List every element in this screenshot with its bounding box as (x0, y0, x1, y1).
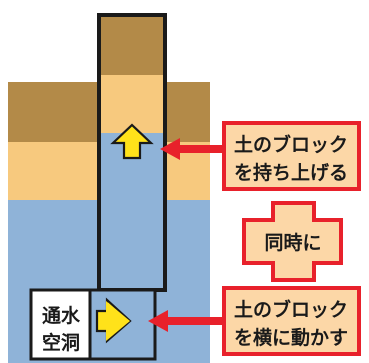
callout-push-line1: 土のブロック (234, 298, 348, 321)
callout-push: 土のブロック を横に動かす (222, 286, 361, 356)
up-arrow-icon (110, 123, 154, 160)
red-arrow-upper (160, 138, 222, 160)
void-label-line1: 通水 (42, 305, 81, 327)
right-arrow-head (106, 301, 130, 341)
callout-push-box (222, 286, 361, 356)
column-light-soil (99, 75, 165, 133)
red-arrow-icon (160, 138, 222, 160)
red-arrow-icon (148, 310, 222, 332)
soil-column (97, 13, 167, 292)
simultaneous-label: 同時に (264, 232, 321, 254)
red-arrow-lower (148, 310, 222, 332)
callout-lift: 土のブロック を持ち上げる (222, 121, 361, 191)
callout-push-line2: を横に動かす (234, 326, 348, 349)
callout-lift-box (222, 121, 361, 191)
void-box: 通水 空洞 (29, 288, 157, 361)
plus-shape: 同時に (242, 201, 343, 282)
plus-outline (242, 201, 343, 282)
callout-lift-line1: 土のブロック (234, 133, 348, 156)
column-water (99, 133, 165, 290)
column-dark-soil (99, 15, 165, 75)
void-label-line2: 空洞 (42, 331, 80, 354)
callout-lift-line2: を持ち上げる (234, 161, 348, 184)
